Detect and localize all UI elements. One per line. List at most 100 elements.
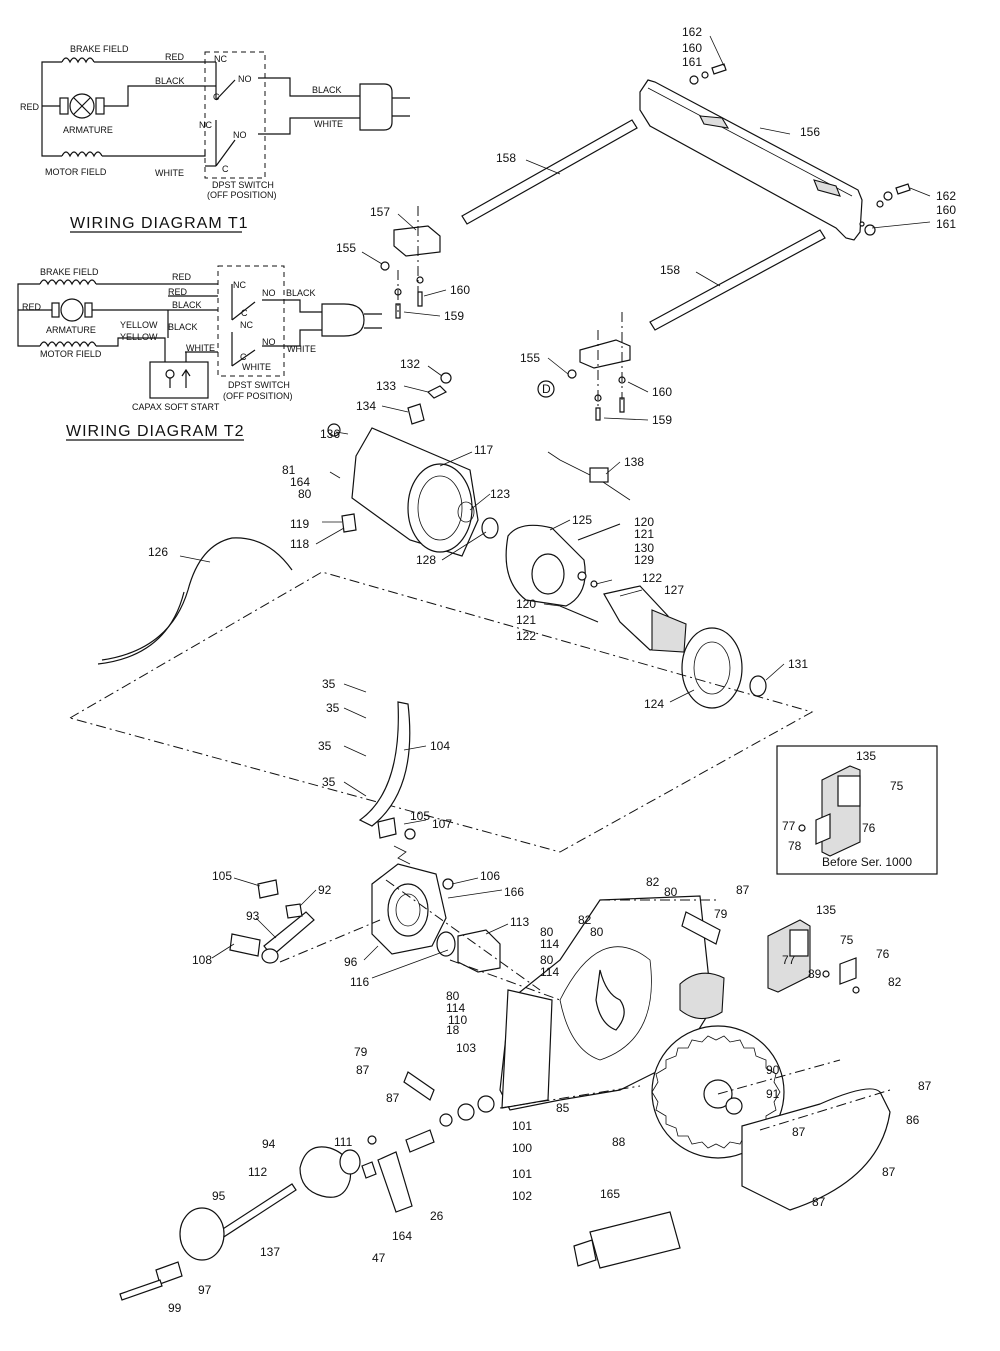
part-104-rack <box>358 701 411 827</box>
label-92: 92 <box>318 883 332 897</box>
part-86-cover <box>741 1088 891 1211</box>
t2-nc-top-label: NC <box>233 280 246 290</box>
part-158-upper-rod <box>461 119 638 225</box>
label-125: 125 <box>572 513 592 527</box>
t1-no-bottom-label: NO <box>233 130 247 140</box>
label-88: 88 <box>612 1135 626 1149</box>
label-110: 110 <box>448 1013 467 1027</box>
t2-softstart-label: CAPAX SOFT START <box>132 402 220 412</box>
label-77: 77 <box>782 953 796 967</box>
part-18-housing <box>501 989 553 1109</box>
t2-armature-symbol <box>60 298 84 322</box>
label-161a: 161 <box>682 55 702 69</box>
part-126-cord <box>101 537 293 661</box>
part-156-guard <box>639 79 863 241</box>
label-111: 111 <box>334 1135 353 1149</box>
label-130: 130 <box>634 541 654 555</box>
label-117: 117 <box>474 443 493 457</box>
part-105-shaft-b <box>377 817 397 839</box>
t1-red-left-label: RED <box>20 102 40 112</box>
label-155b: 155 <box>520 351 540 365</box>
label-89: 89 <box>808 967 822 981</box>
inset-label-135: 135 <box>856 749 876 763</box>
t1-nc-top-label: NC <box>214 54 227 64</box>
t2-armature-label: ARMATURE <box>46 325 96 335</box>
label-161b: 161 <box>936 217 956 231</box>
label-114b: 114 <box>540 965 559 979</box>
label-123: 123 <box>490 487 510 501</box>
label-133: 133 <box>376 379 396 393</box>
label-81: 81 <box>282 463 296 477</box>
t2-white-bottom-label: WHITE <box>242 362 271 372</box>
part-105-shaft-a <box>257 879 279 899</box>
label-90: 90 <box>766 1063 780 1077</box>
t1-armature-label: ARMATURE <box>63 125 113 135</box>
part-bracket-lower <box>579 339 631 369</box>
label-137: 137 <box>260 1245 280 1259</box>
label-112: 112 <box>248 1165 267 1179</box>
inset-label-75: 75 <box>890 779 904 793</box>
blade-guard-assembly <box>380 63 911 421</box>
dpst-switch-box-t1 <box>204 51 266 179</box>
label-136: 136 <box>320 427 340 441</box>
label-80c: 80 <box>540 953 554 967</box>
label-107: 107 <box>432 817 452 831</box>
label-157: 157 <box>370 205 390 219</box>
label-162b: 162 <box>936 189 956 203</box>
label-80e: 80 <box>664 885 678 899</box>
label-100: 100 <box>512 1141 532 1155</box>
label-76: 76 <box>876 947 890 961</box>
part-97-handwheel <box>179 1207 225 1261</box>
label-162a: 162 <box>682 25 702 39</box>
label-87a: 87 <box>736 883 750 897</box>
part-108-pin <box>229 933 261 957</box>
part-labels: 162 160 161 156 162 160 161 158 158 157 … <box>148 25 956 1315</box>
label-80f: 80 <box>590 925 604 939</box>
label-127: 127 <box>664 583 684 597</box>
label-156: 156 <box>800 125 820 139</box>
t2-c-bottom-label: C <box>240 352 247 362</box>
label-75: 75 <box>840 933 854 947</box>
label-165: 165 <box>600 1187 620 1201</box>
arbor-assembly <box>119 701 891 1301</box>
label-104: 104 <box>430 739 450 753</box>
t2-white-label: WHITE <box>186 343 215 353</box>
part-158-lower-rod <box>649 229 826 331</box>
t2-black-a-label: BLACK <box>172 300 202 310</box>
label-166: 166 <box>504 885 524 899</box>
t2-title: WIRING DIAGRAM T2 <box>66 423 245 440</box>
t1-white-right-label: WHITE <box>314 119 343 129</box>
label-114a: 114 <box>540 937 559 951</box>
part-131-bearing <box>749 675 767 697</box>
label-132: 132 <box>400 357 420 371</box>
label-114c: 114 <box>446 1001 465 1015</box>
dpst-switch-box-t2 <box>217 265 285 377</box>
t2-red-second-label: RED <box>168 287 188 297</box>
label-158a: 158 <box>496 151 516 165</box>
t1-motor-field-label: MOTOR FIELD <box>45 167 107 177</box>
label-82c: 82 <box>888 975 902 989</box>
label-105a: 105 <box>410 809 430 823</box>
t2-brake-field-label: BRAKE FIELD <box>40 267 99 277</box>
t1-c-top-label: C <box>213 92 220 102</box>
t2-yellow-b-label: YELLOW <box>120 332 158 342</box>
t1-white-bottom-label: WHITE <box>155 168 184 178</box>
part-26-lever <box>377 1151 413 1213</box>
label-159a: 159 <box>444 309 464 323</box>
label-160a: 160 <box>682 41 702 55</box>
label-160d: 160 <box>652 385 672 399</box>
brake-field-coil <box>61 57 95 64</box>
label-35a: 35 <box>322 677 336 691</box>
part-94-knob <box>299 1146 352 1198</box>
label-80a: 80 <box>298 487 312 501</box>
label-95: 95 <box>212 1189 226 1203</box>
plug-t2 <box>321 303 365 337</box>
label-119: 119 <box>290 517 309 531</box>
label-129: 129 <box>634 553 654 567</box>
part-79-bracket <box>681 911 721 945</box>
label-124: 124 <box>644 697 664 711</box>
t2-motor-field-coil <box>39 341 97 348</box>
label-18: 18 <box>446 1023 460 1037</box>
label-35b: 35 <box>326 701 340 715</box>
